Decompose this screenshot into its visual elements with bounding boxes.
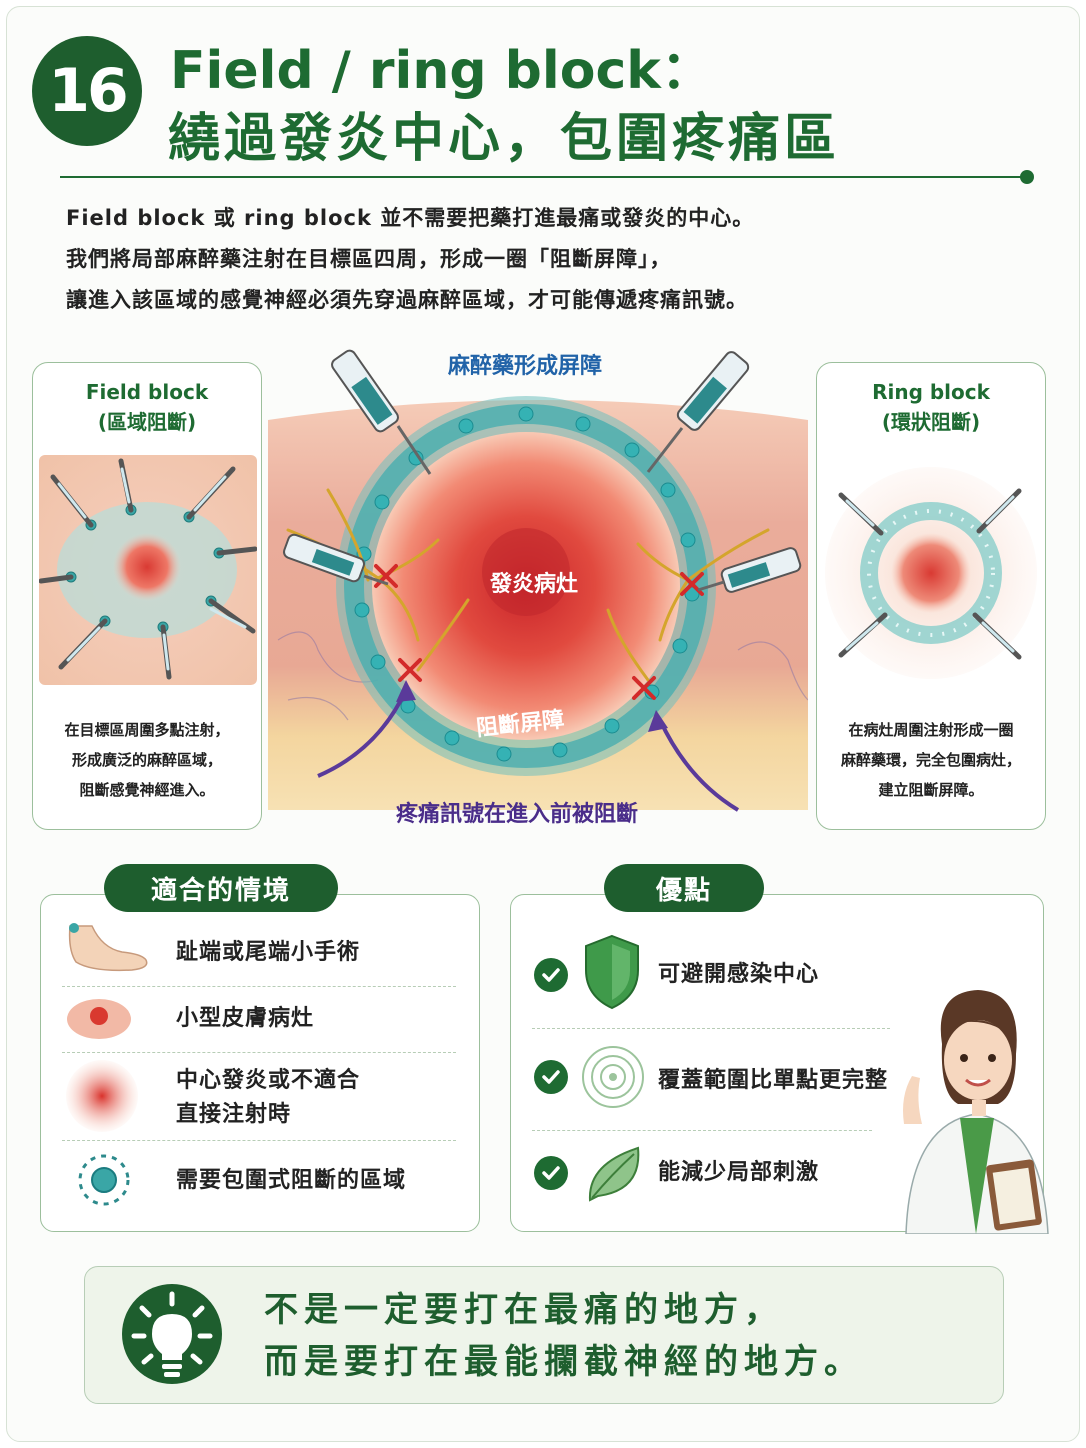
intro-line: Field block 或 ring block 並不需要把藥打進最痛或發炎的中… bbox=[66, 206, 755, 230]
label-anesthetic-barrier: 麻醉藥形成屏障 bbox=[448, 354, 603, 379]
ring-block-desc-line: 建立阻斷屏障。 bbox=[878, 781, 984, 799]
title-divider bbox=[60, 176, 1026, 178]
ring-block-title-en: Ring block bbox=[872, 380, 990, 404]
divider bbox=[532, 1130, 872, 1131]
skin-lesion-icon bbox=[67, 999, 131, 1039]
advantages-title: 優點 bbox=[604, 864, 764, 912]
scenario-item-toe-surgery: 趾端或尾端小手術 bbox=[176, 940, 361, 965]
leaf-icon bbox=[588, 1146, 640, 1202]
scenario-item-inflamed-center: 中心發炎或不適合 直接注射時 bbox=[176, 1064, 360, 1132]
shield-icon bbox=[585, 934, 639, 1010]
ring-block-title-zh: (環狀阻斷) bbox=[881, 410, 981, 434]
inflammation-icon bbox=[66, 1060, 138, 1132]
intro-line: 讓進入該區域的感覺神經必須先穿過麻醉區域，才可能傳遞疼痛訊號。 bbox=[66, 288, 748, 312]
key-tip-text: 不是一定要打在最痛的地方， 而是要打在最能攔截神經的地方。 bbox=[264, 1284, 864, 1388]
divider bbox=[532, 1028, 890, 1029]
syringe-icon bbox=[697, 547, 802, 593]
page-title-line1: Field / ring block： bbox=[170, 41, 713, 101]
ring-block-title: Ring block (環狀阻斷) bbox=[817, 377, 1045, 437]
title-divider-dot bbox=[1020, 170, 1034, 184]
field-block-title-zh: (區域阻斷) bbox=[97, 410, 197, 434]
ring-block-card: Ring block (環狀阻斷) 在病灶周圍注射形成一圈 麻醉藥環，完全包圍病… bbox=[816, 362, 1046, 830]
syringe-icon bbox=[282, 533, 389, 586]
check-icon bbox=[534, 1060, 568, 1094]
ring-block-desc-line: 在病灶周圍注射形成一圈 bbox=[848, 721, 1014, 739]
check-icon bbox=[534, 1156, 568, 1190]
section-number-badge: 16 bbox=[32, 36, 142, 146]
field-block-card: Field block (區域阻斷) bbox=[32, 362, 262, 830]
ring-block-desc-line: 麻醉藥環，完全包圍病灶， bbox=[840, 751, 1021, 769]
field-block-desc-line: 形成廣泛的麻醉區域， bbox=[71, 751, 222, 769]
ring-target-icon bbox=[78, 1154, 130, 1206]
label-inflammation-focus: 發炎病灶 bbox=[490, 572, 579, 597]
syringe-icon bbox=[646, 351, 750, 473]
ring-block-cross-section-diagram bbox=[268, 349, 808, 812]
scenarios-title: 適合的情境 bbox=[104, 864, 338, 912]
concentric-circles-icon bbox=[582, 1046, 644, 1108]
tip-line: 而是要打在最能攔截神經的地方。 bbox=[264, 1342, 864, 1382]
scenario-line: 中心發炎或不適合 bbox=[176, 1068, 361, 1093]
intro-paragraph: Field block 或 ring block 並不需要把藥打進最痛或發炎的中… bbox=[66, 198, 754, 321]
divider bbox=[62, 986, 456, 987]
field-block-illustration bbox=[39, 455, 257, 685]
syringe-icon bbox=[331, 349, 432, 475]
field-block-title-en: Field block bbox=[85, 380, 209, 404]
ring-block-illustration bbox=[825, 467, 1037, 679]
field-block-description: 在目標區周圍多點注射， 形成廣泛的麻醉區域， 阻斷感覺神經進入。 bbox=[33, 715, 261, 805]
advantage-item-less-irritation: 能減少局部刺激 bbox=[658, 1160, 820, 1185]
page-title-line2: 繞過發炎中心，包圍疼痛區 bbox=[168, 109, 841, 169]
advantage-item-coverage: 覆蓋範圍比單點更完整 bbox=[658, 1068, 889, 1093]
intro-line: 我們將局部麻醉藥注射在目標區四周，形成一圈「阻斷屏障」， bbox=[66, 247, 672, 271]
foot-icon bbox=[68, 923, 148, 972]
scenario-item-enclosure-area: 需要包圍式阻斷的區域 bbox=[176, 1168, 407, 1193]
advantage-item-avoid-infection: 可避開感染中心 bbox=[658, 962, 820, 987]
field-block-title: Field block (區域阻斷) bbox=[33, 377, 261, 437]
field-block-desc-line: 阻斷感覺神經進入。 bbox=[79, 781, 215, 799]
ring-block-description: 在病灶周圍注射形成一圈 麻醉藥環，完全包圍病灶， 建立阻斷屏障。 bbox=[817, 715, 1045, 805]
scenario-line: 直接注射時 bbox=[176, 1102, 292, 1127]
doctor-illustration bbox=[903, 990, 1049, 1234]
scenario-item-skin-lesion: 小型皮膚病灶 bbox=[176, 1006, 315, 1031]
check-icon bbox=[534, 958, 568, 992]
key-tip-banner bbox=[84, 1266, 1004, 1404]
tip-line: 不是一定要打在最痛的地方， bbox=[264, 1290, 784, 1330]
label-pain-signal-blocked: 疼痛訊號在進入前被阻斷 bbox=[396, 802, 639, 827]
divider bbox=[62, 1140, 456, 1141]
lightbulb-icon bbox=[122, 1284, 222, 1384]
field-block-desc-line: 在目標區周圍多點注射， bbox=[64, 721, 230, 739]
divider bbox=[62, 1052, 456, 1053]
